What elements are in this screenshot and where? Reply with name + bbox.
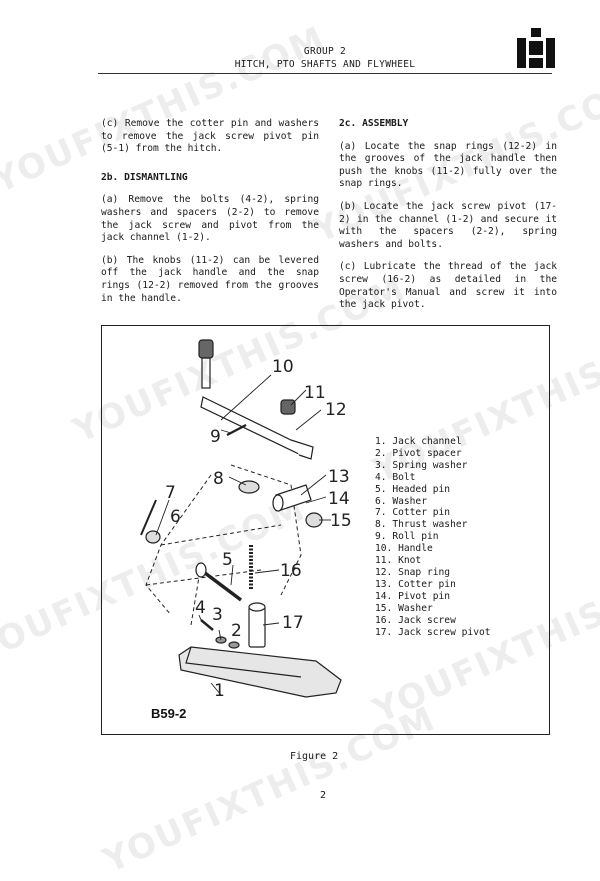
right-column: 2c. ASSEMBLY (a) Locate the snap rings (… bbox=[339, 118, 557, 322]
callout-4: 4 bbox=[195, 598, 206, 618]
group-title: GROUP 2 bbox=[303, 46, 347, 57]
section-subtitle: HITCH, PTO SHAFTS AND FLYWHEEL bbox=[234, 59, 416, 70]
callout-7: 7 bbox=[165, 483, 176, 503]
list-item: 2. Pivot spacer bbox=[375, 447, 462, 459]
figure-caption: Figure 2 bbox=[290, 751, 339, 762]
paragraph: (a) Remove the bolts (4-2), spring washe… bbox=[101, 194, 319, 244]
left-column: (c) Remove the cotter pin and washers to… bbox=[101, 118, 319, 315]
callout-17: 17 bbox=[282, 613, 304, 633]
list-item: 13. Cotter pin bbox=[375, 578, 456, 590]
list-item: 5. Headed pin bbox=[375, 483, 451, 495]
paragraph: (a) Locate the snap rings (12-2) in the … bbox=[339, 140, 557, 190]
list-item: 8. Thrust washer bbox=[375, 519, 468, 531]
list-item: 16. Jack screw bbox=[375, 614, 456, 626]
list-item: 3. Spring washer bbox=[375, 459, 468, 471]
callout-11: 11 bbox=[304, 383, 326, 403]
section-heading: 2b. DISMANTLING bbox=[101, 171, 188, 183]
callout-14: 14 bbox=[328, 489, 350, 509]
page-number: 2 bbox=[320, 790, 327, 801]
list-item: 6. Washer bbox=[375, 495, 427, 507]
callout-8: 8 bbox=[213, 469, 224, 489]
paragraph: (c) Remove the cotter pin and washers to… bbox=[101, 118, 319, 155]
list-item: 9. Roll pin bbox=[375, 531, 439, 543]
ih-logo-icon bbox=[517, 28, 555, 68]
callout-12: 12 bbox=[325, 400, 347, 420]
list-item: 4. Bolt bbox=[375, 471, 416, 483]
callout-3: 3 bbox=[212, 605, 223, 625]
callout-6: 6 bbox=[170, 507, 181, 527]
list-item: 7. Cotter pin bbox=[375, 507, 451, 519]
list-item: 12. Snap ring bbox=[375, 566, 451, 578]
callout-15: 15 bbox=[330, 511, 352, 531]
list-item: 15. Washer bbox=[375, 602, 433, 614]
callout-16: 16 bbox=[280, 561, 302, 581]
exploded-diagram: B59-2 bbox=[140, 339, 342, 721]
list-item: 14. Pivot pin bbox=[375, 590, 451, 602]
header-rule bbox=[98, 73, 552, 74]
figure-code: B59-2 bbox=[151, 706, 186, 721]
list-item: 1. Jack channel bbox=[375, 436, 462, 447]
callout-10: 10 bbox=[272, 357, 294, 377]
list-item: 11. Knot bbox=[375, 555, 422, 567]
list-item: 17. Jack screw pivot bbox=[375, 626, 491, 638]
figure-frame bbox=[101, 325, 550, 735]
callout-1: 1 bbox=[214, 681, 225, 701]
callout-2: 2 bbox=[231, 621, 242, 641]
paragraph: (b) Locate the jack screw pivot (17-2) i… bbox=[339, 200, 557, 250]
paragraph: (c) Lubricate the thread of the jack scr… bbox=[339, 261, 557, 311]
list-item: 10. Handle bbox=[375, 543, 433, 555]
section-heading: 2c. ASSEMBLY bbox=[339, 118, 409, 129]
page-header: GROUP 2 HITCH, PTO SHAFTS AND FLYWHEEL bbox=[200, 45, 450, 71]
paragraph: (b) The knobs (11-2) can be levered off … bbox=[101, 254, 319, 304]
parts-list: 1. Jack channel 2. Pivot spacer 3. Sprin… bbox=[375, 436, 491, 638]
callout-5: 5 bbox=[222, 550, 233, 570]
callout-9: 9 bbox=[210, 427, 221, 447]
callout-13: 13 bbox=[328, 467, 350, 487]
